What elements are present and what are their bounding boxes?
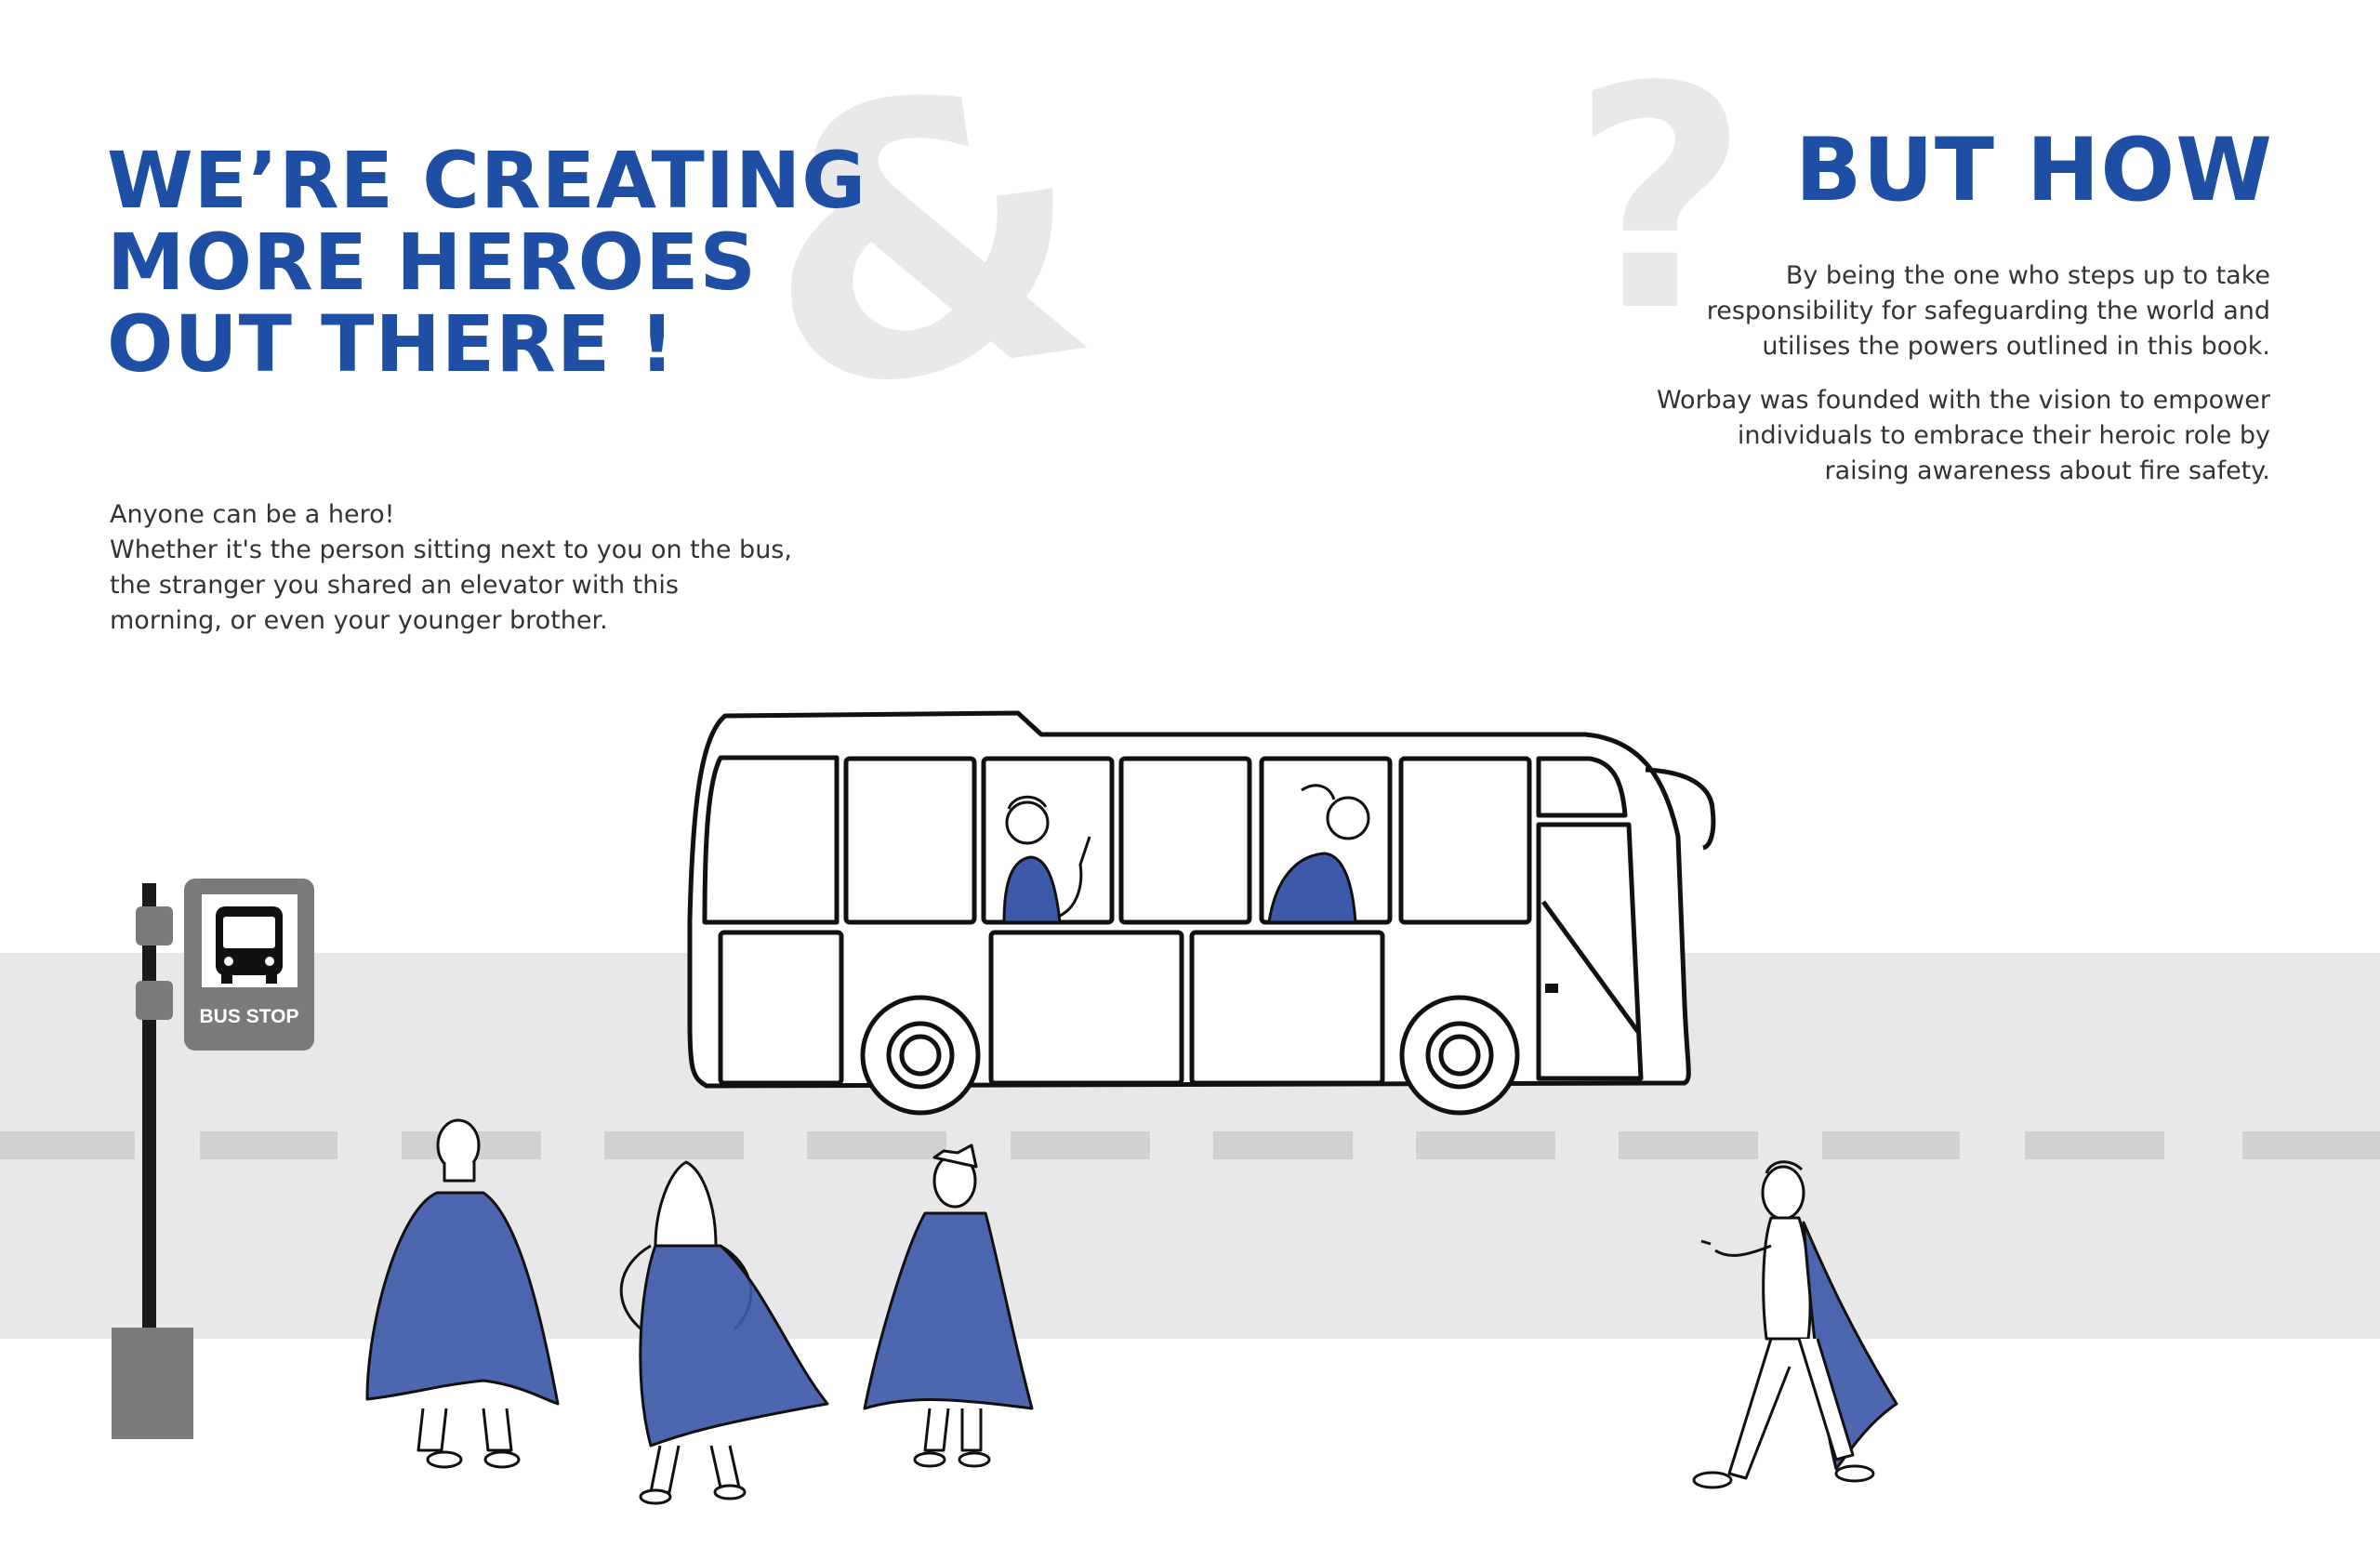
how-line: responsibility for safeguarding the worl…: [1706, 297, 2270, 325]
bus-wheel: [860, 995, 981, 1116]
bus-passenger: [1002, 795, 1091, 924]
bus-stop: BUS STOP: [112, 879, 314, 1439]
bus-wheel: [1399, 995, 1520, 1116]
hero-figure-walking: [1692, 1160, 1898, 1489]
bus-door: [1536, 822, 1644, 1081]
hero-figure: [863, 1144, 1034, 1468]
road-dash: [1011, 1131, 1150, 1159]
how-line: Worbay was founded with the vision to em…: [1656, 386, 2270, 415]
bus-panel: [988, 930, 1184, 1086]
how-paragraph-responsibility: By being the one who steps up to take re…: [1434, 258, 2270, 364]
intro-paragraph: Anyone can be a hero! Whether it's the p…: [110, 497, 946, 639]
bus: [687, 710, 1716, 1116]
bus-stop-bracket: [136, 981, 173, 1020]
headline-line-1: WE’RE CREATING: [107, 135, 867, 226]
road-dash: [807, 1131, 946, 1159]
how-paragraph-worbay: Worbay was founded with the vision to em…: [1434, 383, 2270, 489]
bus-window: [1118, 756, 1252, 925]
bus-stop-sign-label: BUS STOP: [200, 1006, 299, 1027]
road-dash: [200, 1131, 337, 1159]
bus-body: [687, 710, 1691, 1089]
question-mark-decoration: ?: [1571, 21, 1750, 378]
headline-line-2: MORE HEROES: [107, 217, 757, 308]
road-dash: [0, 1131, 135, 1159]
headline-heroes: WE’RE CREATING MORE HEROES OUT THERE !: [107, 139, 866, 385]
bus-panel: [718, 930, 844, 1086]
bus-window: [702, 755, 840, 925]
bus-stop-bracket: [136, 906, 173, 945]
how-line: individuals to embrace their heroic role…: [1737, 421, 2270, 450]
intro-line: Anyone can be a hero!: [110, 500, 395, 529]
hero-figure: [365, 1118, 560, 1469]
road-dash: [1213, 1131, 1353, 1159]
road-dash: [2025, 1131, 2164, 1159]
headline-line-3: OUT THERE !: [107, 298, 676, 390]
hero-figure: [619, 1160, 829, 1505]
road-dash: [604, 1131, 744, 1159]
bus-window: [1398, 756, 1532, 925]
road-dash: [1416, 1131, 1555, 1159]
bus-panel: [1189, 930, 1385, 1086]
bus-stop-base: [112, 1328, 193, 1439]
road-dash: [1822, 1131, 1960, 1159]
bus-stop-pole: [142, 883, 156, 1334]
how-line: utilises the powers outlined in this boo…: [1762, 332, 2270, 361]
how-line: By being the one who steps up to take: [1785, 261, 2270, 290]
bus-mirror: [1645, 767, 1716, 851]
bus-window-front: [1536, 756, 1628, 818]
bus-window: [843, 756, 977, 925]
intro-line: Whether it's the person sitting next to …: [110, 535, 792, 564]
bus-icon: [216, 906, 283, 984]
bus-passenger: [1267, 784, 1370, 924]
intro-line: morning, or even your younger brother.: [110, 606, 608, 635]
how-line: raising awareness about fire safety.: [1824, 456, 2270, 485]
road-dash: [1619, 1131, 1758, 1159]
intro-line: the stranger you shared an elevator with…: [110, 571, 679, 600]
road-dash: [2242, 1131, 2380, 1159]
headline-but-how: BUT HOW: [1794, 120, 2273, 221]
